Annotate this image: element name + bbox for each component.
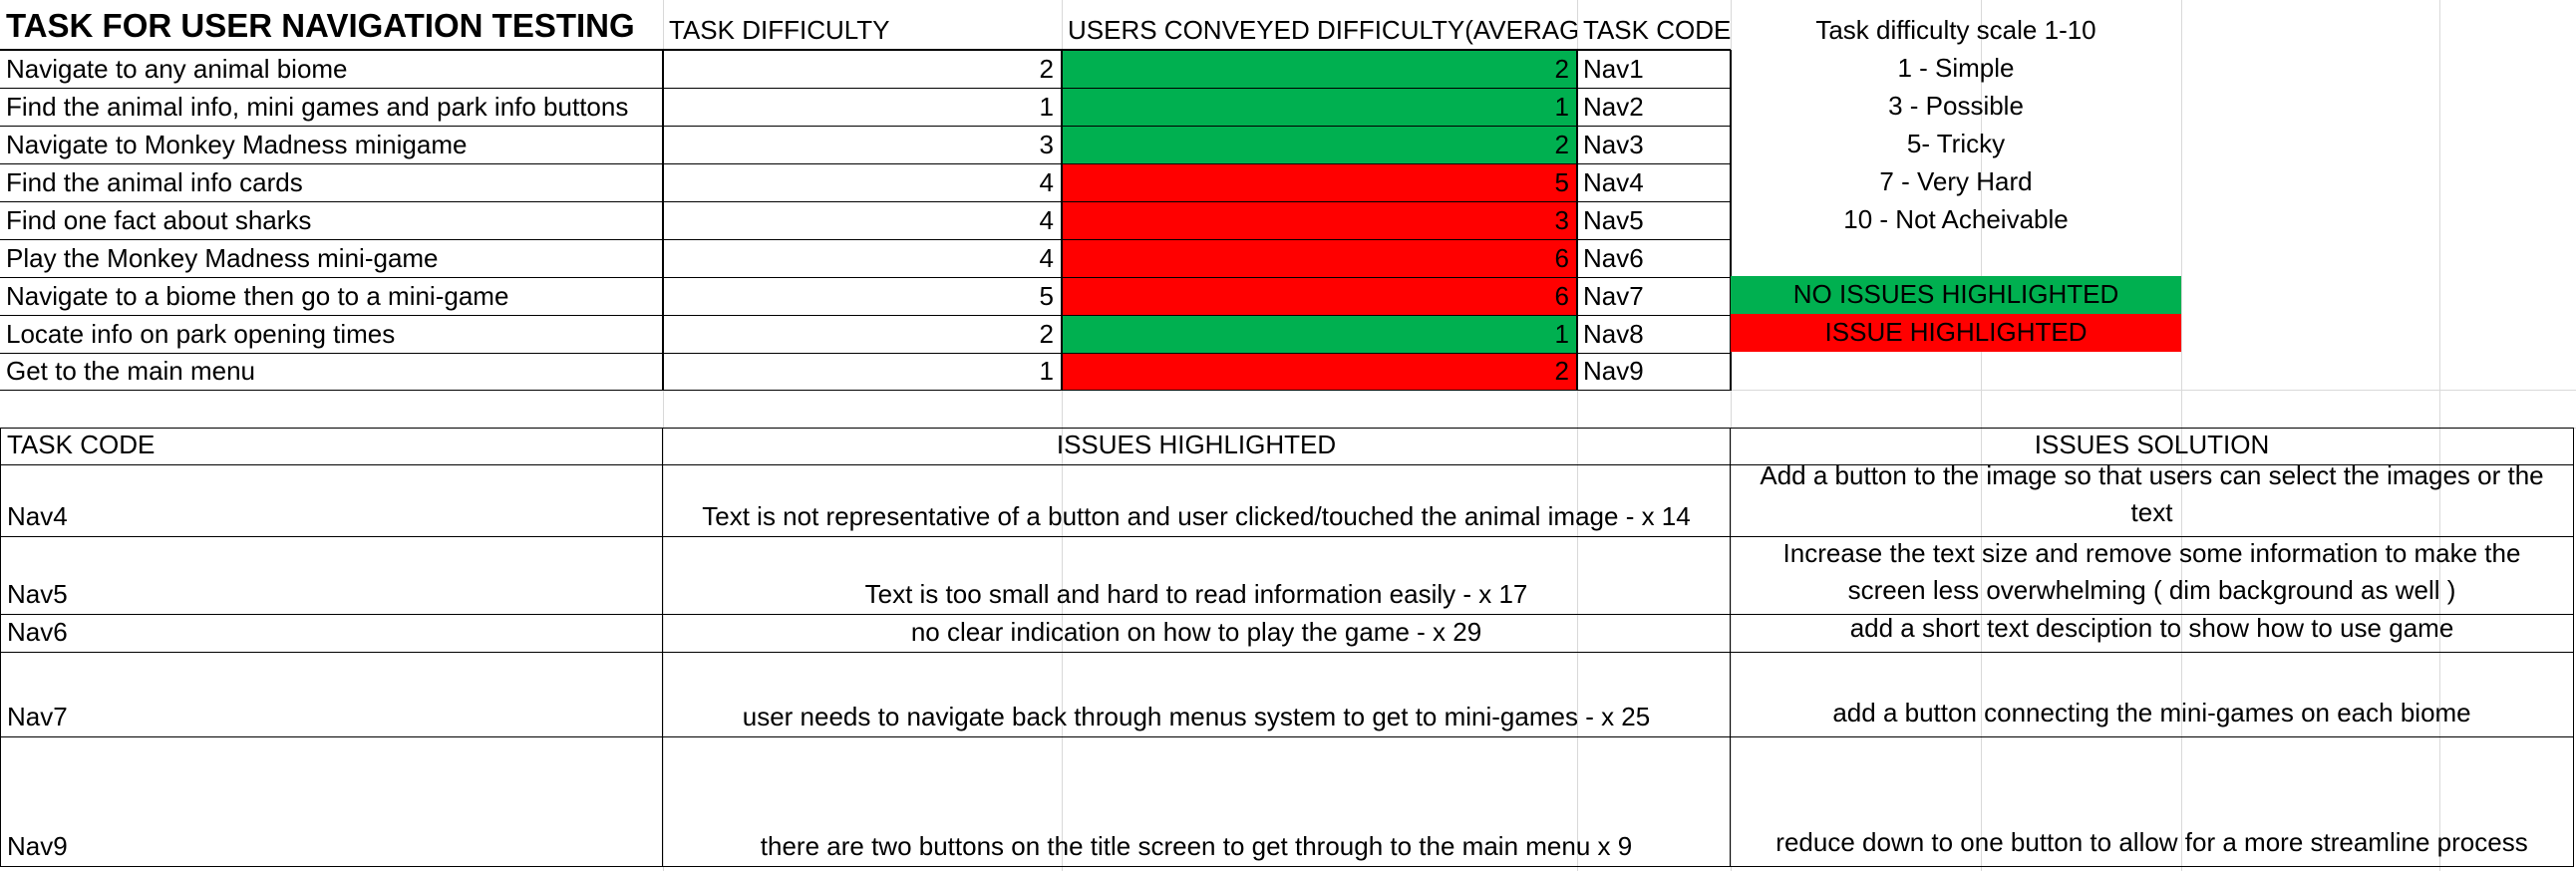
- gridline: [1577, 0, 1578, 871]
- issue-solution-cell[interactable]: add a button connecting the mini-games o…: [1731, 653, 2574, 737]
- sheet-title[interactable]: TASK FOR USER NAVIGATION TESTING: [6, 7, 635, 45]
- task-difficulty-cell[interactable]: 4: [663, 201, 1062, 239]
- conveyed-difficulty-cell[interactable]: 6: [1062, 239, 1577, 277]
- task-name-cell[interactable]: Navigate to any animal biome: [0, 50, 663, 88]
- issue-solution-line: add a button connecting the mini-games o…: [1832, 698, 2471, 728]
- task-name-cell[interactable]: Find the animal info cards: [0, 163, 663, 201]
- conveyed-difficulty-cell[interactable]: 2: [1062, 50, 1577, 88]
- task-difficulty-cell[interactable]: 2: [663, 50, 1062, 88]
- table-border: [0, 49, 1731, 51]
- conveyed-difficulty-cell[interactable]: 2: [1062, 353, 1577, 391]
- conveyed-difficulty-cell[interactable]: 1: [1062, 88, 1577, 126]
- table-border: [1576, 50, 1578, 391]
- issue-description-cell[interactable]: there are two buttons on the title scree…: [663, 737, 1731, 867]
- gridline: [1731, 0, 1732, 871]
- task-code-cell[interactable]: Nav1: [1577, 50, 1731, 88]
- scale-title[interactable]: Task difficulty scale 1-10: [1815, 14, 2096, 45]
- task-code-cell[interactable]: Nav3: [1577, 126, 1731, 163]
- scale-item[interactable]: 5- Tricky: [1906, 129, 2006, 159]
- issue-task-code-cell[interactable]: Nav9: [0, 737, 663, 867]
- task-name-cell[interactable]: Find one fact about sharks: [0, 201, 663, 239]
- task-difficulty-cell[interactable]: 4: [663, 163, 1062, 201]
- task-difficulty-cell[interactable]: 1: [663, 353, 1062, 391]
- header-conveyed-difficulty[interactable]: USERS CONVEYED DIFFICULTY(AVERAGE): [1068, 14, 1577, 45]
- task-difficulty-cell[interactable]: 1: [663, 88, 1062, 126]
- gridline: [663, 0, 664, 871]
- task-code-cell[interactable]: Nav5: [1577, 201, 1731, 239]
- issue-task-code-cell[interactable]: Nav4: [0, 465, 663, 537]
- issue-solution-line: screen less overwhelming ( dim backgroun…: [1847, 575, 2456, 606]
- gridline: [2439, 0, 2440, 871]
- table-border: [662, 50, 664, 391]
- gridline: [1981, 0, 1982, 871]
- scale-item[interactable]: 7 - Very Hard: [1879, 166, 2033, 197]
- task-code-cell[interactable]: Nav8: [1577, 315, 1731, 353]
- issue-solution-cell[interactable]: Add a button to the image so that users …: [1731, 465, 2574, 537]
- conveyed-difficulty-cell[interactable]: 1: [1062, 315, 1577, 353]
- task-code-cell[interactable]: Nav7: [1577, 277, 1731, 315]
- issues-header-task-code[interactable]: TASK CODE: [0, 428, 663, 465]
- issue-description-cell[interactable]: no clear indication on how to play the g…: [663, 615, 1731, 653]
- task-name-cell[interactable]: Navigate to a biome then go to a mini-ga…: [0, 277, 663, 315]
- issues-header-issues[interactable]: ISSUES HIGHLIGHTED: [663, 428, 1731, 465]
- issue-task-code-cell[interactable]: Nav6: [0, 615, 663, 653]
- task-difficulty-cell[interactable]: 3: [663, 126, 1062, 163]
- task-name-cell[interactable]: Get to the main menu: [0, 353, 663, 391]
- issue-solution-line: text: [2130, 497, 2173, 528]
- scale-item[interactable]: 3 - Possible: [1888, 91, 2024, 122]
- task-difficulty-cell[interactable]: 2: [663, 315, 1062, 353]
- task-difficulty-cell[interactable]: 4: [663, 239, 1062, 277]
- issue-solution-line: Add a button to the image so that users …: [1760, 465, 2544, 490]
- legend-issue[interactable]: ISSUE HIGHLIGHTED: [1731, 314, 2181, 352]
- task-code-cell[interactable]: Nav4: [1577, 163, 1731, 201]
- scale-item[interactable]: 10 - Not Acheivable: [1843, 204, 2069, 235]
- task-code-cell[interactable]: Nav6: [1577, 239, 1731, 277]
- task-name-cell[interactable]: Play the Monkey Madness mini-game: [0, 239, 663, 277]
- conveyed-difficulty-cell[interactable]: 5: [1062, 163, 1577, 201]
- task-name-cell[interactable]: Locate info on park opening times: [0, 315, 663, 353]
- legend-no-issues[interactable]: NO ISSUES HIGHLIGHTED: [1731, 276, 2181, 314]
- header-task-code[interactable]: TASK CODE: [1583, 14, 1731, 45]
- task-name-cell[interactable]: Navigate to Monkey Madness minigame: [0, 126, 663, 163]
- issue-description-cell[interactable]: user needs to navigate back through menu…: [663, 653, 1731, 737]
- issue-description-cell[interactable]: Text is too small and hard to read infor…: [663, 537, 1731, 615]
- table-border: [1061, 50, 1063, 391]
- conveyed-difficulty-cell[interactable]: 3: [1062, 201, 1577, 239]
- issue-solution-cell[interactable]: add a short text desciption to show how …: [1731, 615, 2574, 653]
- issue-solution-line: reduce down to one button to allow for a…: [1775, 827, 2528, 858]
- task-code-cell[interactable]: Nav2: [1577, 88, 1731, 126]
- table-border: [1730, 50, 1732, 391]
- issue-solution-line: Increase the text size and remove some i…: [1782, 537, 2521, 568]
- gridline: [2181, 0, 2182, 871]
- task-difficulty-cell[interactable]: 5: [663, 277, 1062, 315]
- conveyed-difficulty-cell[interactable]: 6: [1062, 277, 1577, 315]
- issue-task-code-cell[interactable]: Nav5: [0, 537, 663, 615]
- issue-description-cell[interactable]: Text is not representative of a button a…: [663, 465, 1731, 537]
- issue-task-code-cell[interactable]: Nav7: [0, 653, 663, 737]
- issue-solution-line: add a short text desciption to show how …: [1849, 615, 2454, 644]
- scale-item[interactable]: 1 - Simple: [1897, 53, 2015, 84]
- issues-header-solution[interactable]: ISSUES SOLUTION: [1731, 428, 2574, 465]
- task-name-cell[interactable]: Find the animal info, mini games and par…: [0, 88, 663, 126]
- issue-solution-cell[interactable]: reduce down to one button to allow for a…: [1731, 737, 2574, 867]
- issue-solution-cell[interactable]: Increase the text size and remove some i…: [1731, 537, 2574, 615]
- task-code-cell[interactable]: Nav9: [1577, 353, 1731, 391]
- header-task-difficulty[interactable]: TASK DIFFICULTY: [669, 14, 890, 45]
- conveyed-difficulty-cell[interactable]: 2: [1062, 126, 1577, 163]
- gridline: [1062, 0, 1063, 871]
